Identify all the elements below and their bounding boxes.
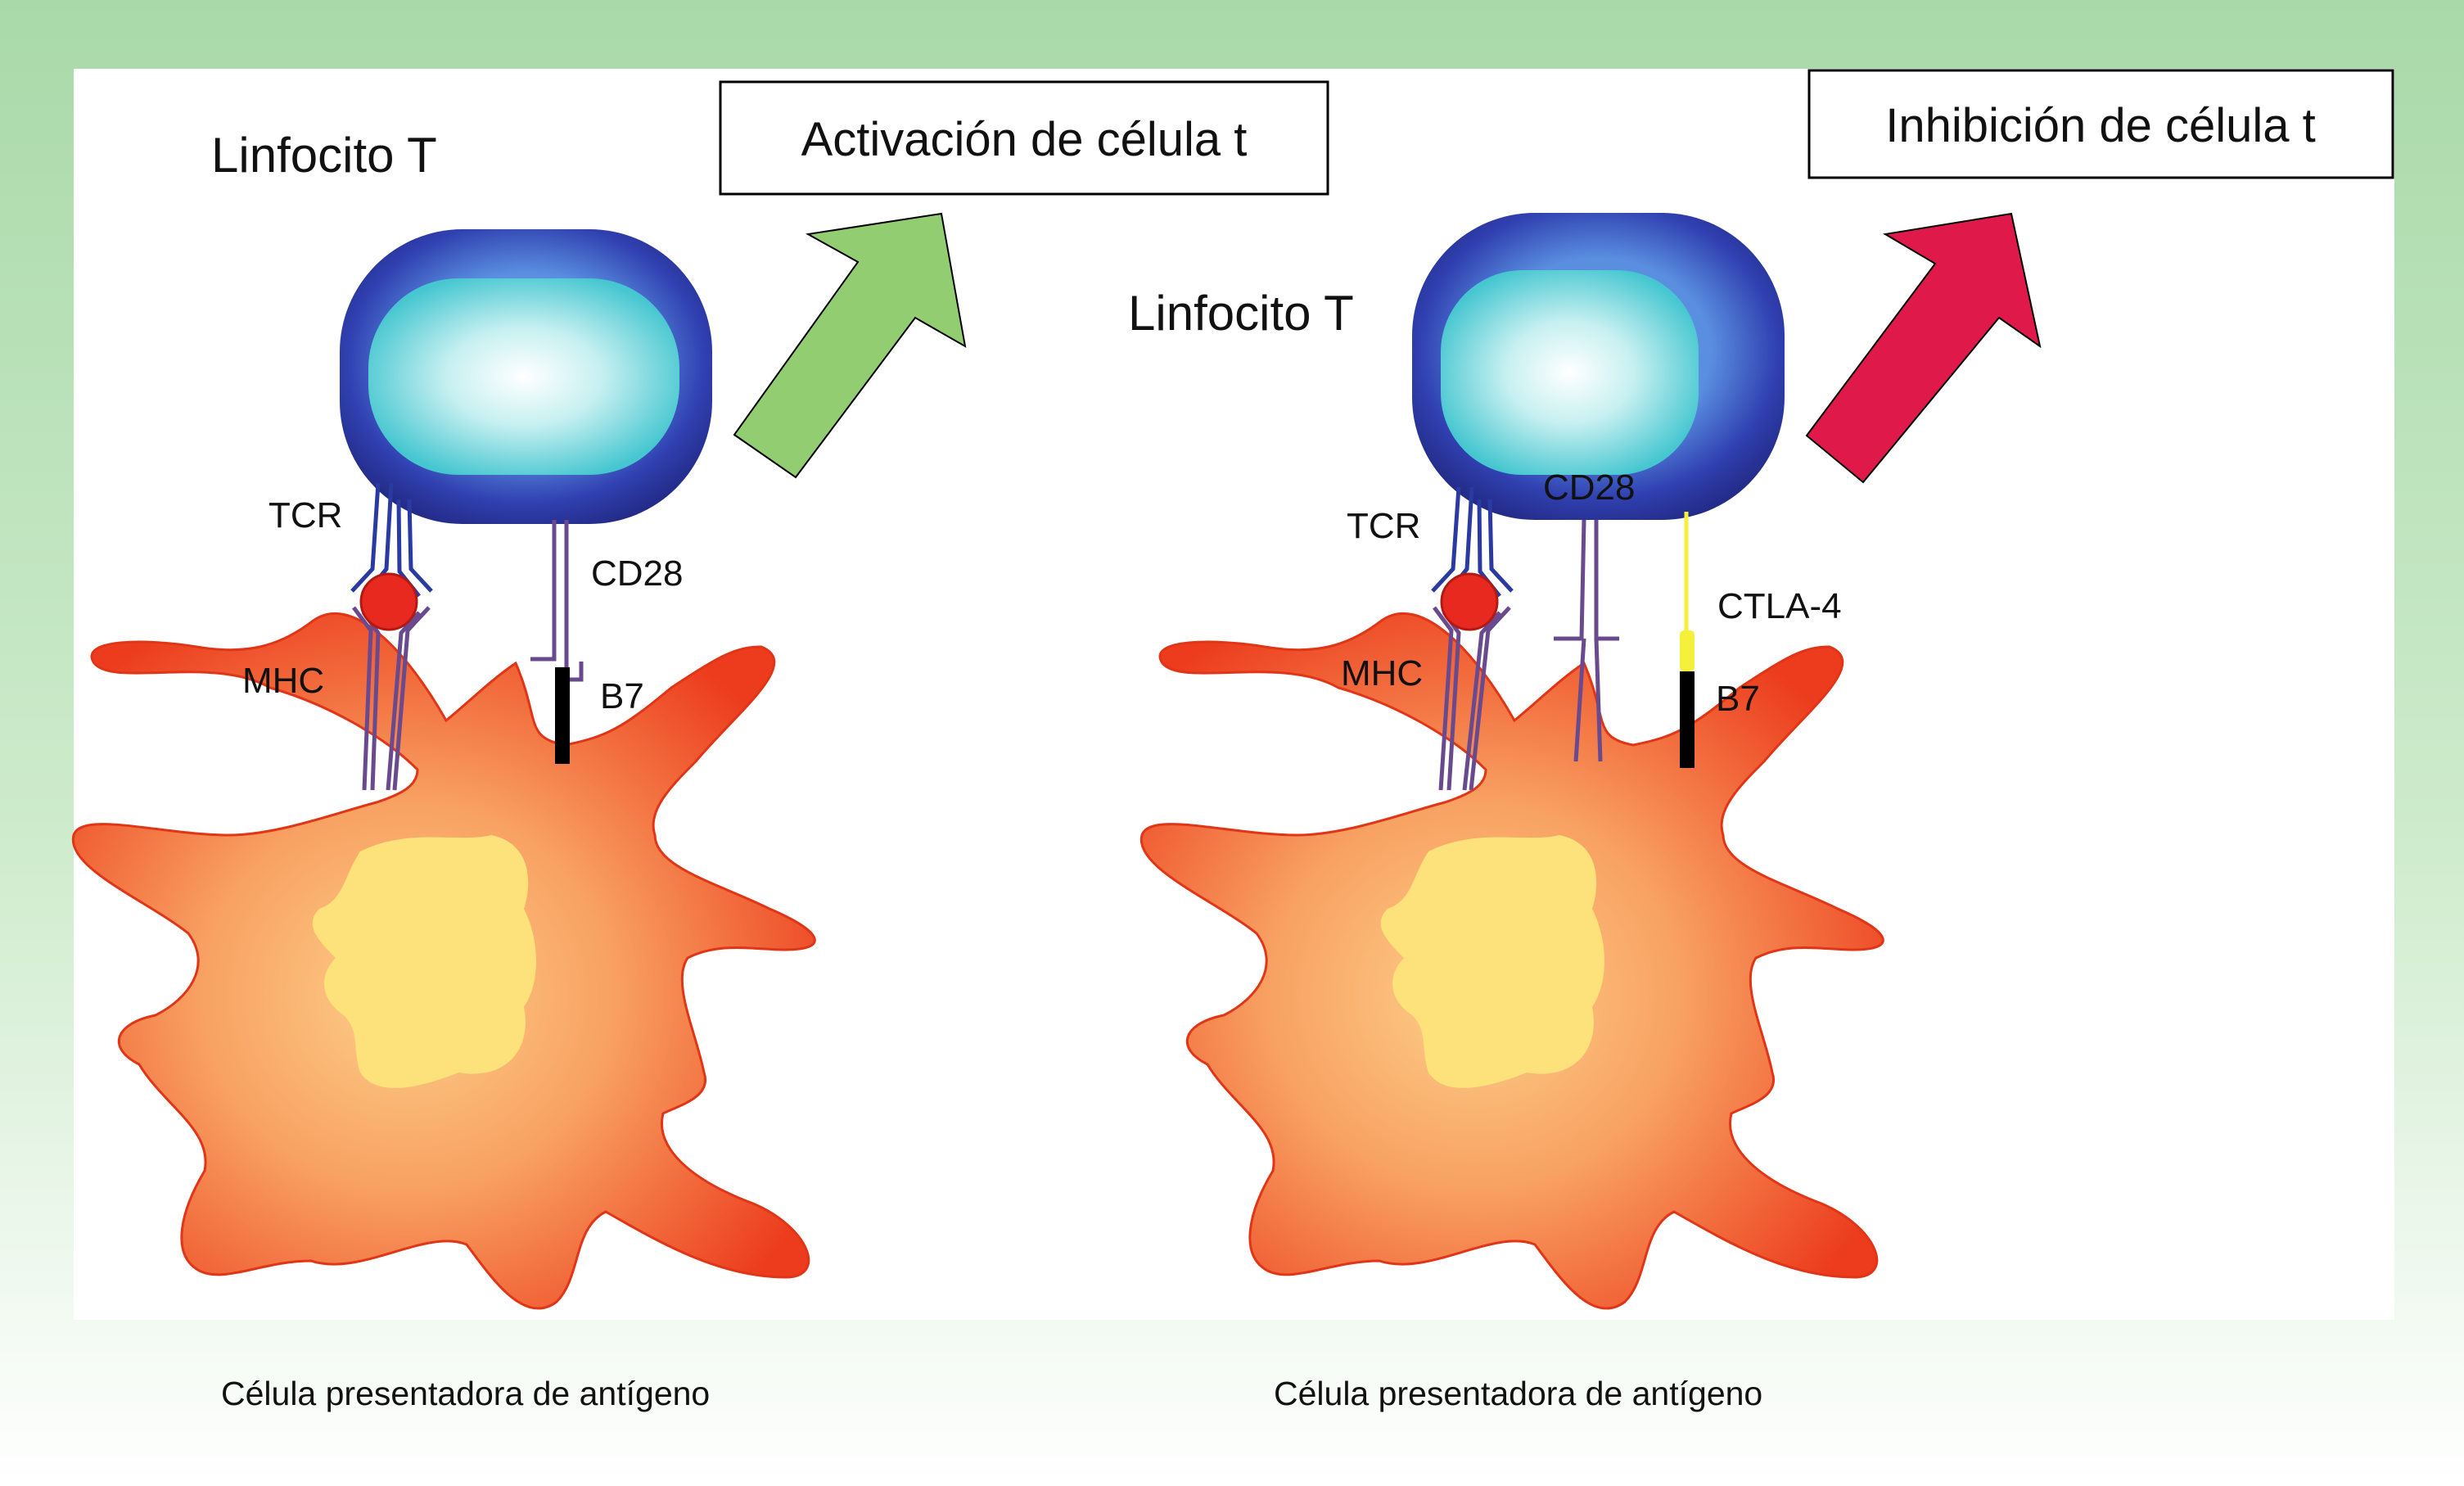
outcome-box: [1807, 69, 2394, 179]
mhc-molecule: [1433, 606, 1511, 791]
ctla4-label: CTLA-4: [1717, 586, 1842, 626]
activation-arrow: [733, 212, 967, 479]
b7-label: B7: [600, 676, 644, 716]
antigen-peptide: [1440, 572, 1499, 631]
cd28-receptor: [1554, 519, 1619, 762]
mhc-molecule: [352, 606, 431, 791]
cd28-label: CD28: [1543, 467, 1636, 508]
apc-caption: Célula presentadora de antígeno: [221, 1375, 710, 1412]
mhc-label: MHC: [1341, 653, 1423, 693]
tcell-title: Linfocito T: [211, 128, 437, 183]
ctla4-receptor: [1680, 512, 1695, 671]
apc-nucleus: [1380, 835, 1604, 1088]
inhibition-panel: Linfocito T TCR MHC CD28 CTLA-4 B7 Célul…: [1128, 69, 2394, 1412]
tcell-nucleus: [368, 278, 679, 475]
tcell-title: Linfocito T: [1128, 286, 1354, 341]
cd28-label: CD28: [591, 553, 684, 594]
activation-panel: Linfocito T TCR MHC CD28 B7 Célula prese…: [71, 80, 1329, 1412]
outcome-box: [719, 80, 1329, 196]
b7-ligand: [1680, 671, 1695, 768]
b7-label: B7: [1716, 679, 1760, 719]
b7-ligand: [555, 667, 570, 764]
tcell-nucleus: [1441, 270, 1699, 475]
cd28-receptor: [530, 520, 584, 682]
inhibition-arrow: [1805, 212, 2042, 484]
outcome-text: Inhibición de célula t: [1885, 99, 2316, 152]
apc-nucleus: [312, 835, 536, 1088]
mhc-label: MHC: [242, 661, 324, 701]
tcr-label: TCR: [269, 495, 342, 535]
outcome-text: Activación de célula t: [801, 113, 1248, 166]
antigen-peptide: [359, 572, 418, 631]
tcr-label: TCR: [1347, 506, 1420, 546]
apc-caption: Célula presentadora de antígeno: [1274, 1375, 1762, 1412]
